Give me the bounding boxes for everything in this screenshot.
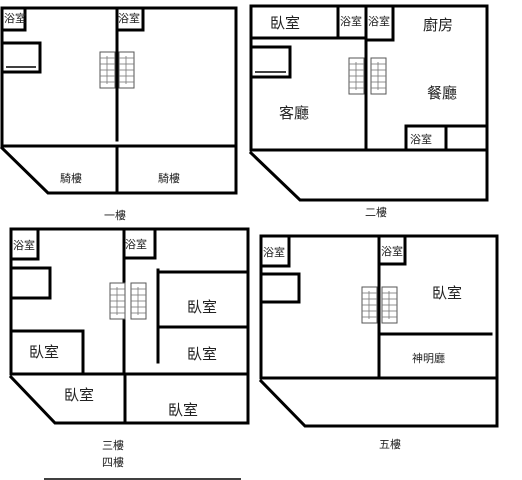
floor-1-bath-mid-label: 浴室 [118,11,140,25]
floor-3-4-closet [9,266,52,300]
floor-4-caption: 四樓 [102,455,124,469]
floor-5-shrine-label: 神明廳 [412,351,445,365]
floor-1-arcade-left-label: 騎樓 [60,171,82,185]
floor-3-caption: 三樓 [102,438,124,452]
floor-3-4-bedroom-bottom-right-label: 臥室 [168,401,198,419]
floor-5-staircase [361,286,398,324]
floor-5-bath-left-label: 浴室 [263,245,285,259]
floor-1-plan: 浴室 浴室 騎樓 騎樓 一樓 [0,6,238,222]
floor-2-plan: 臥室 浴室 浴室 廚房 客廳 餐廳 浴室 二樓 [248,4,489,219]
floor-3-4-left-bedroom [9,329,85,374]
floor-5-bath-mid-label: 浴室 [381,244,403,258]
floor-2-bath-a-label: 浴室 [340,14,362,28]
floor-1-closet [0,41,42,74]
floor-1-bath-left-label: 浴室 [4,11,26,25]
floor-3-4-bedroom-bottom-left-label: 臥室 [64,386,94,404]
floor-2-outer-walls [248,4,489,202]
floor-5-closet [259,272,301,304]
floor-2-bath-b-label: 浴室 [368,14,390,28]
floor-2-bath-c [404,124,489,152]
floor-3-4-bedroom-right-top-label: 臥室 [187,298,217,316]
floor-3-4-bath-left-label: 浴室 [13,238,35,252]
floor-1-arcade-right-label: 騎樓 [158,171,180,185]
floor-5-bedroom-label: 臥室 [432,284,462,302]
floor-2-kitchen-label: 廚房 [423,16,453,34]
floor-2-bedroom-label: 臥室 [270,14,300,32]
floor-3-4-staircase [109,282,147,320]
floor-2-living-label: 客廳 [279,104,309,122]
floor-2-bath-c-label: 浴室 [410,132,432,146]
floor-2-closet [249,45,292,79]
floor-3-4-bath-mid-label: 浴室 [125,237,147,251]
floor-1-staircase [99,51,135,89]
floor-2-dining-label: 餐廳 [427,84,457,102]
floor-3-4-bedroom-left-label: 臥室 [29,343,59,361]
floor-2-caption: 二樓 [365,205,387,219]
floor-5-plan: 浴室 浴室 臥室 神明廳 五樓 [258,234,499,451]
floor-3-4-plan: 浴室 浴室 臥室 臥室 臥室 臥室 臥室 三樓 四樓 [8,227,250,480]
floor-5-caption: 五樓 [379,437,401,451]
floor-2-staircase [348,57,387,95]
floor-1-caption: 一樓 [104,208,126,222]
floor-5-outer-walls [258,234,499,428]
floor-3-4-bedroom-right-mid-label: 臥室 [187,345,217,363]
floor-1-outer-walls [0,6,238,195]
